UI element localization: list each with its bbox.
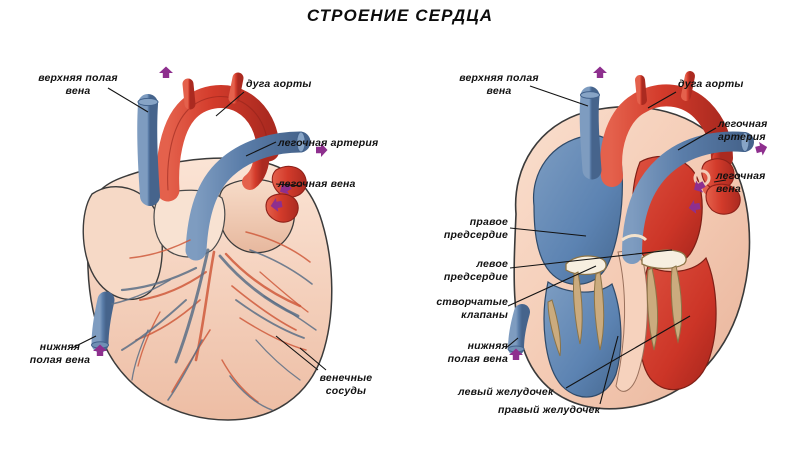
label-right-ventricle: правый желудочек	[498, 404, 601, 416]
cross-section-heart-drawing	[505, 66, 769, 410]
label-inferior-vena-cava-section: нижняя полая вена	[447, 340, 508, 365]
label-superior-vena-cava-external: верхняя полая вена	[38, 72, 118, 97]
label-superior-vena-cava-section: верхняя полая вена	[459, 72, 539, 97]
page-title: СТРОЕНИЕ СЕРДЦА	[306, 6, 494, 25]
label-pulmonary-vein-external: легочная вена	[278, 178, 356, 190]
label-coronary-vessels: венечные сосуды	[319, 372, 373, 397]
label-right-atrium: правое предсердие	[443, 216, 508, 241]
label-pulmonary-artery-section: легочная артерия	[718, 118, 768, 143]
label-inferior-vena-cava-external: нижняя полая вена	[29, 341, 91, 366]
label-aortic-arch-section: дуга аорты	[678, 78, 744, 90]
label-left-ventricle: левый желудочек	[458, 386, 554, 398]
label-pulmonary-vein-section: легочная вена	[716, 170, 766, 195]
label-left-atrium: левое предсердие	[443, 258, 508, 283]
external-heart-drawing	[71, 66, 333, 421]
label-aortic-arch-external: дуга аорты	[246, 78, 312, 90]
label-cuspid-valves: створчатые клапаны	[436, 296, 508, 321]
label-pulmonary-artery-external: легочная артерия	[278, 137, 379, 149]
